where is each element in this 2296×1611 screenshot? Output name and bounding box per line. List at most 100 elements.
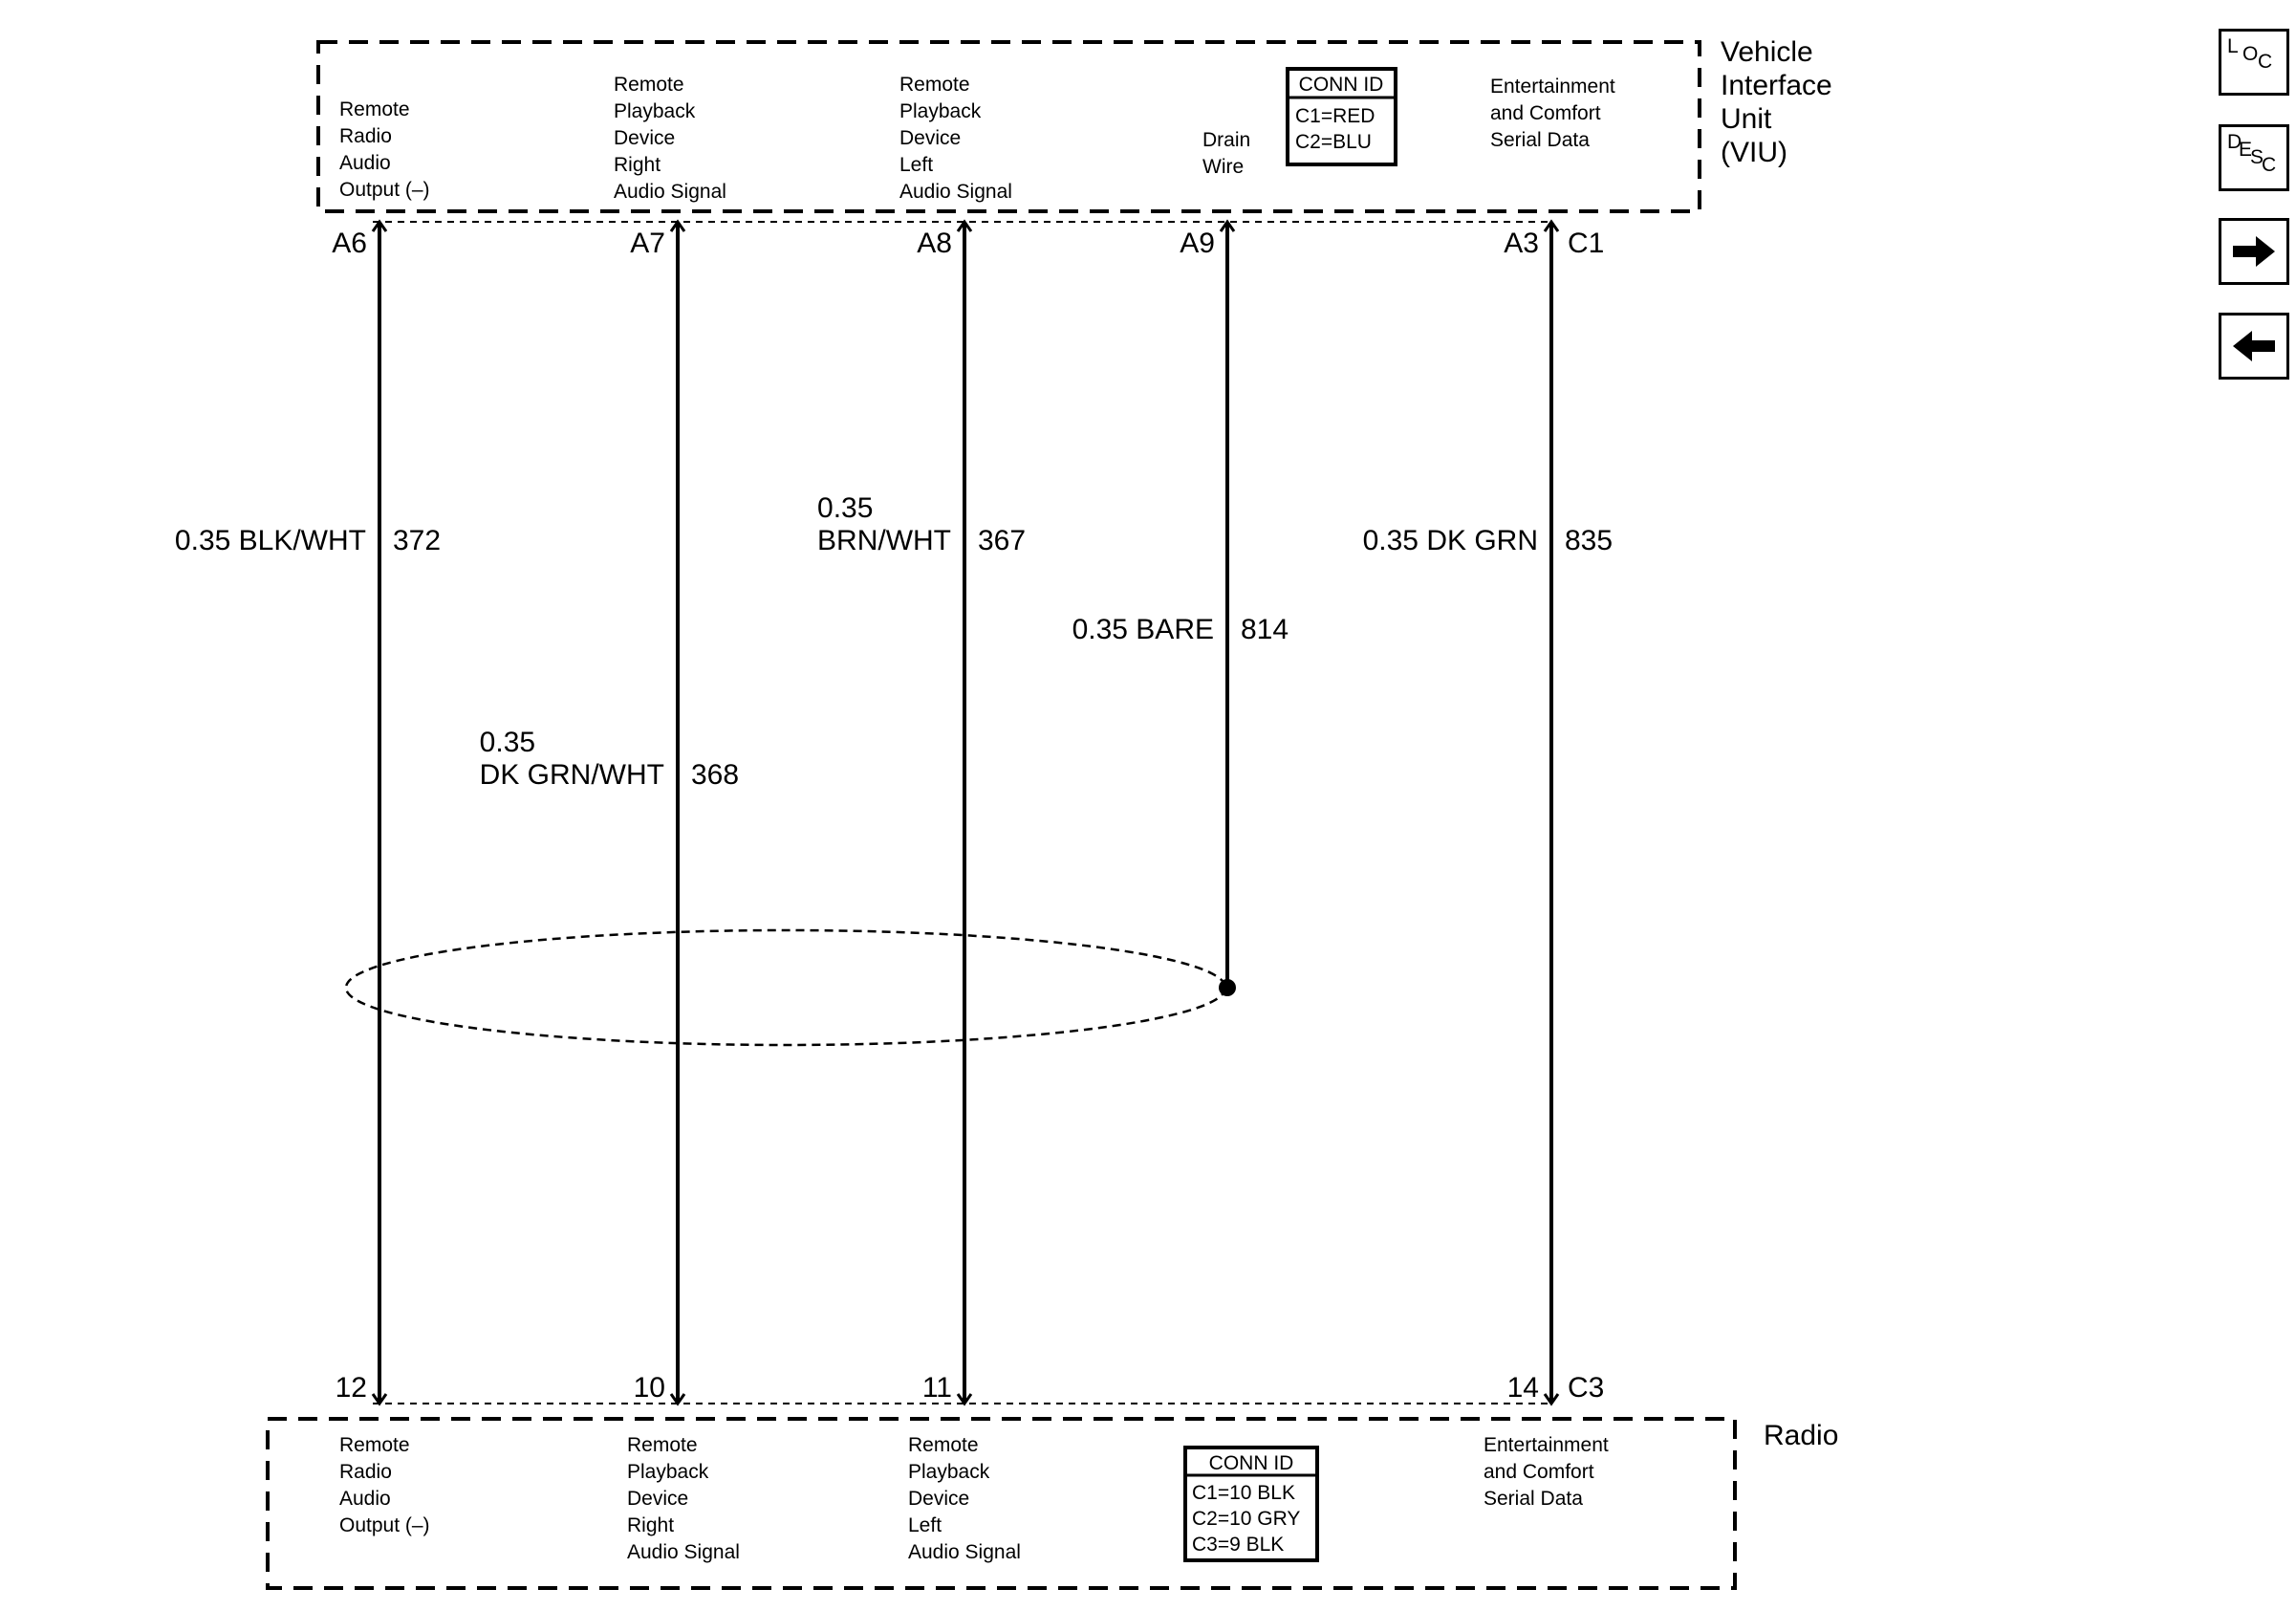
- desc-letter-3: C: [2262, 154, 2276, 176]
- loc-letter-0: L: [2227, 35, 2239, 57]
- desc-letter-1: E: [2239, 139, 2252, 161]
- radio-desc-12-2: Audio: [339, 1488, 391, 1510]
- radio-desc-12-0: Remote: [339, 1434, 410, 1456]
- radio-desc-10-3: Right: [627, 1514, 674, 1536]
- radio-module-name: Radio: [1764, 1420, 1838, 1451]
- next-button[interactable]: [2219, 218, 2289, 285]
- circuit-number-835: 835: [1565, 525, 1613, 556]
- viu-desc-A7-3: Right: [614, 154, 661, 176]
- viu-conn-id-line-2: C2=BLU: [1295, 131, 1372, 153]
- radio-desc-12-1: Radio: [339, 1461, 392, 1483]
- circuit-number-368: 368: [691, 759, 739, 791]
- pin-label-A7: A7: [630, 228, 665, 259]
- viu-name-line-2: Unit: [1721, 103, 1772, 135]
- viu-desc-A9-1: Wire: [1202, 156, 1244, 178]
- pin-label-A6: A6: [332, 228, 367, 259]
- loc-letter-2: C: [2258, 51, 2272, 73]
- viu-desc-A3-1: and Comfort: [1490, 102, 1601, 124]
- circuit-number-814: 814: [1241, 614, 1289, 645]
- viu-desc-A8-0: Remote: [899, 74, 970, 96]
- wire-color-835-0: 0.35 DK GRN: [1363, 525, 1538, 556]
- terminal-bottom-14: [1543, 1393, 1560, 1406]
- terminal-top-A6: [371, 219, 388, 232]
- radio-desc-11-3: Left: [908, 1514, 942, 1536]
- viu-desc-A6-3: Output (–): [339, 179, 430, 201]
- connector-label-C1: C1: [1568, 228, 1604, 259]
- wire-color-367-0: 0.35: [817, 492, 873, 524]
- radio-desc-14-2: Serial Data: [1484, 1488, 1583, 1510]
- radio-desc-14-1: and Comfort: [1484, 1461, 1594, 1483]
- circuit-number-372: 372: [393, 525, 441, 556]
- viu-desc-A6-0: Remote: [339, 98, 410, 120]
- viu-name-line-0: Vehicle: [1721, 36, 1813, 68]
- arrow-left-icon: [2233, 331, 2275, 361]
- loc-letter-1: O: [2242, 43, 2258, 65]
- viu-desc-A8-4: Audio Signal: [899, 181, 1012, 203]
- radio-desc-10-2: Device: [627, 1488, 688, 1510]
- shield-ellipse: [344, 928, 1227, 1047]
- terminal-top-A8: [956, 219, 973, 232]
- radio-conn-id-header: CONN ID: [1209, 1452, 1294, 1474]
- radio-desc-10-4: Audio Signal: [627, 1541, 740, 1563]
- terminal-bottom-12: [371, 1393, 388, 1406]
- radio-desc-11-0: Remote: [908, 1434, 979, 1456]
- prev-button[interactable]: [2219, 313, 2289, 380]
- viu-desc-A6-1: Radio: [339, 125, 392, 147]
- radio-conn-id-box: CONN ID C1=10 BLK C2=10 GRY C3=9 BLK: [1183, 1446, 1319, 1562]
- viu-desc-A3-2: Serial Data: [1490, 129, 1590, 151]
- viu-desc-A7-1: Playback: [614, 100, 696, 122]
- wire-color-814-0: 0.35 BARE: [1072, 614, 1214, 645]
- wire-color-367-1: BRN/WHT: [817, 525, 951, 556]
- circuit-number-367: 367: [978, 525, 1026, 556]
- viu-desc-A3-0: Entertainment: [1490, 76, 1615, 98]
- pin-label-A3: A3: [1504, 228, 1539, 259]
- radio-desc-12-3: Output (–): [339, 1514, 430, 1536]
- pin-label-A8: A8: [917, 228, 952, 259]
- drain-splice-dot: [1219, 979, 1236, 996]
- radio-conn-id-line-3: C3=9 BLK: [1192, 1534, 1284, 1556]
- desc-letter-0: D: [2227, 131, 2242, 153]
- viu-conn-id-line-1: C1=RED: [1295, 105, 1375, 127]
- viu-name-line-3: (VIU): [1721, 137, 1787, 168]
- arrow-right-icon: [2233, 236, 2275, 267]
- radio-module-box: [266, 1417, 1737, 1590]
- viu-desc-A6-2: Audio: [339, 152, 391, 174]
- viu-desc-A7-2: Device: [614, 127, 675, 149]
- pin-label-12: 12: [336, 1372, 367, 1404]
- viu-desc-A7-4: Audio Signal: [614, 181, 726, 203]
- pin-label-14: 14: [1507, 1372, 1539, 1404]
- terminal-bottom-11: [956, 1393, 973, 1406]
- viu-desc-A7-0: Remote: [614, 74, 684, 96]
- viu-desc-A8-1: Playback: [899, 100, 982, 122]
- radio-name-line-0: Radio: [1764, 1420, 1838, 1451]
- radio-desc-14-0: Entertainment: [1484, 1434, 1609, 1456]
- radio-desc-11-2: Device: [908, 1488, 969, 1510]
- viu-module-box: [316, 40, 1701, 213]
- pin-label-10: 10: [634, 1372, 665, 1404]
- pin-label-11: 11: [922, 1372, 952, 1404]
- terminal-top-A9: [1219, 219, 1236, 232]
- connector-label-C3: C3: [1568, 1372, 1604, 1404]
- radio-conn-id-line-1: C1=10 BLK: [1192, 1482, 1295, 1504]
- terminal-bottom-10: [669, 1393, 686, 1406]
- radio-desc-11-1: Playback: [908, 1461, 990, 1483]
- viu-desc-A8-3: Left: [899, 154, 933, 176]
- radio-conn-id-line-2: C2=10 GRY: [1192, 1508, 1300, 1530]
- wire-color-368-1: DK GRN/WHT: [480, 759, 664, 791]
- pin-label-A9: A9: [1180, 228, 1215, 259]
- viu-conn-id-box: CONN ID C1=RED C2=BLU: [1286, 67, 1397, 166]
- radio-desc-10-1: Playback: [627, 1461, 709, 1483]
- terminal-top-A7: [669, 219, 686, 232]
- viu-desc-A8-2: Device: [899, 127, 961, 149]
- viu-conn-id-header: CONN ID: [1299, 74, 1384, 96]
- desc-letter-2: S: [2250, 146, 2264, 168]
